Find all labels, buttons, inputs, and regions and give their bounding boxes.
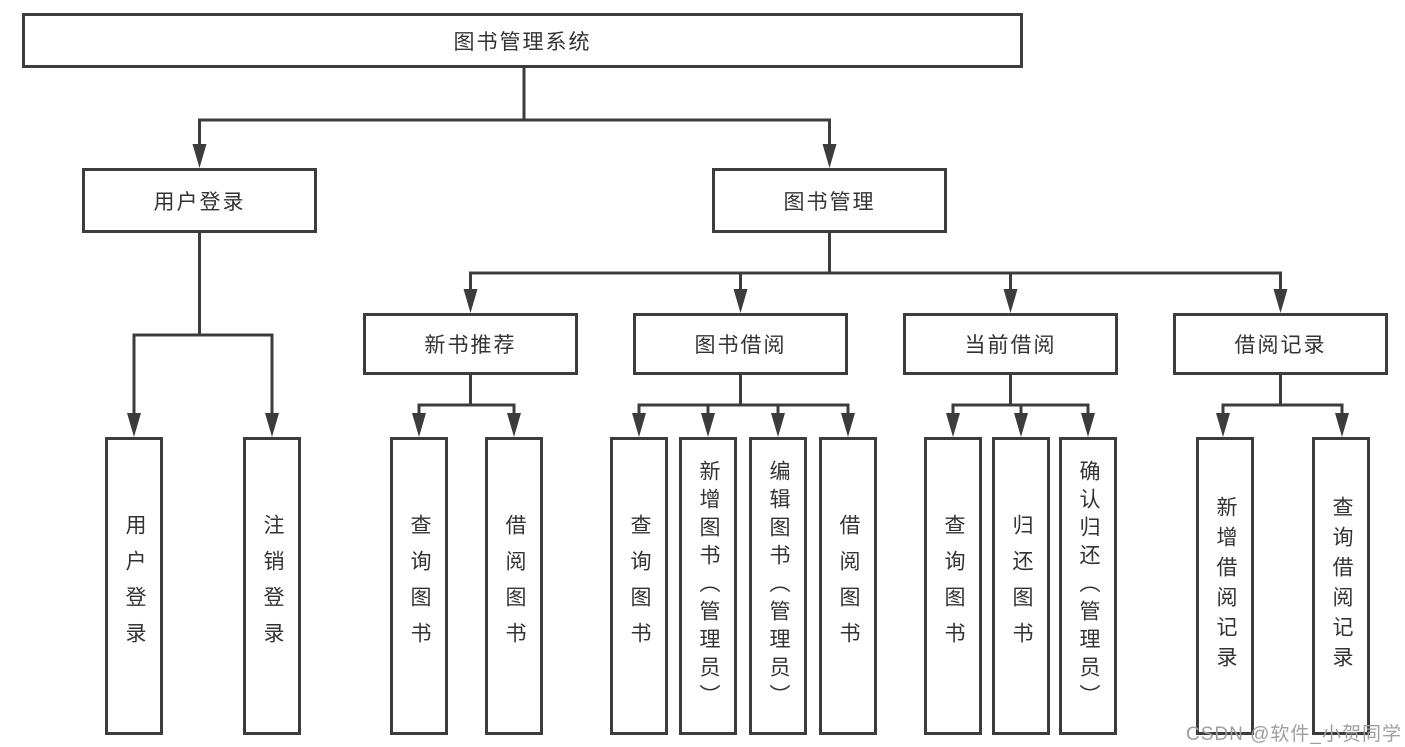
node-new-book-recommend: 新书推荐 — [363, 313, 578, 375]
leaf-add-book-admin: 新增图书（管理员） — [679, 437, 737, 735]
node-book-borrow: 图书借阅 — [633, 313, 848, 375]
leaf-logout: 注销登录 — [243, 437, 301, 735]
leaf-add-borrow-record: 新增借阅记录 — [1196, 437, 1254, 735]
leaf-user-login: 用户登录 — [105, 437, 163, 735]
node-current-borrow: 当前借阅 — [903, 313, 1118, 375]
leaf-borrow-books-recommend: 借阅图书 — [485, 437, 543, 735]
leaf-borrow-books-borrow: 借阅图书 — [819, 437, 877, 735]
leaf-edit-book-admin: 编辑图书（管理员） — [749, 437, 807, 735]
leaf-return-books: 归还图书 — [992, 437, 1050, 735]
node-borrow-records: 借阅记录 — [1173, 313, 1388, 375]
leaf-query-books-recommend: 查询图书 — [390, 437, 448, 735]
leaf-query-books-current: 查询图书 — [924, 437, 982, 735]
csdn-watermark: CSDN @软件_小贺同学 — [1186, 724, 1402, 745]
node-user-login: 用户登录 — [82, 168, 317, 233]
leaf-confirm-return-admin: 确认归还（管理员） — [1059, 437, 1117, 735]
leaf-query-books-borrow: 查询图书 — [610, 437, 668, 735]
leaf-query-borrow-record: 查询借阅记录 — [1312, 437, 1370, 735]
node-root: 图书管理系统 — [22, 13, 1023, 68]
node-book-management: 图书管理 — [712, 168, 947, 233]
